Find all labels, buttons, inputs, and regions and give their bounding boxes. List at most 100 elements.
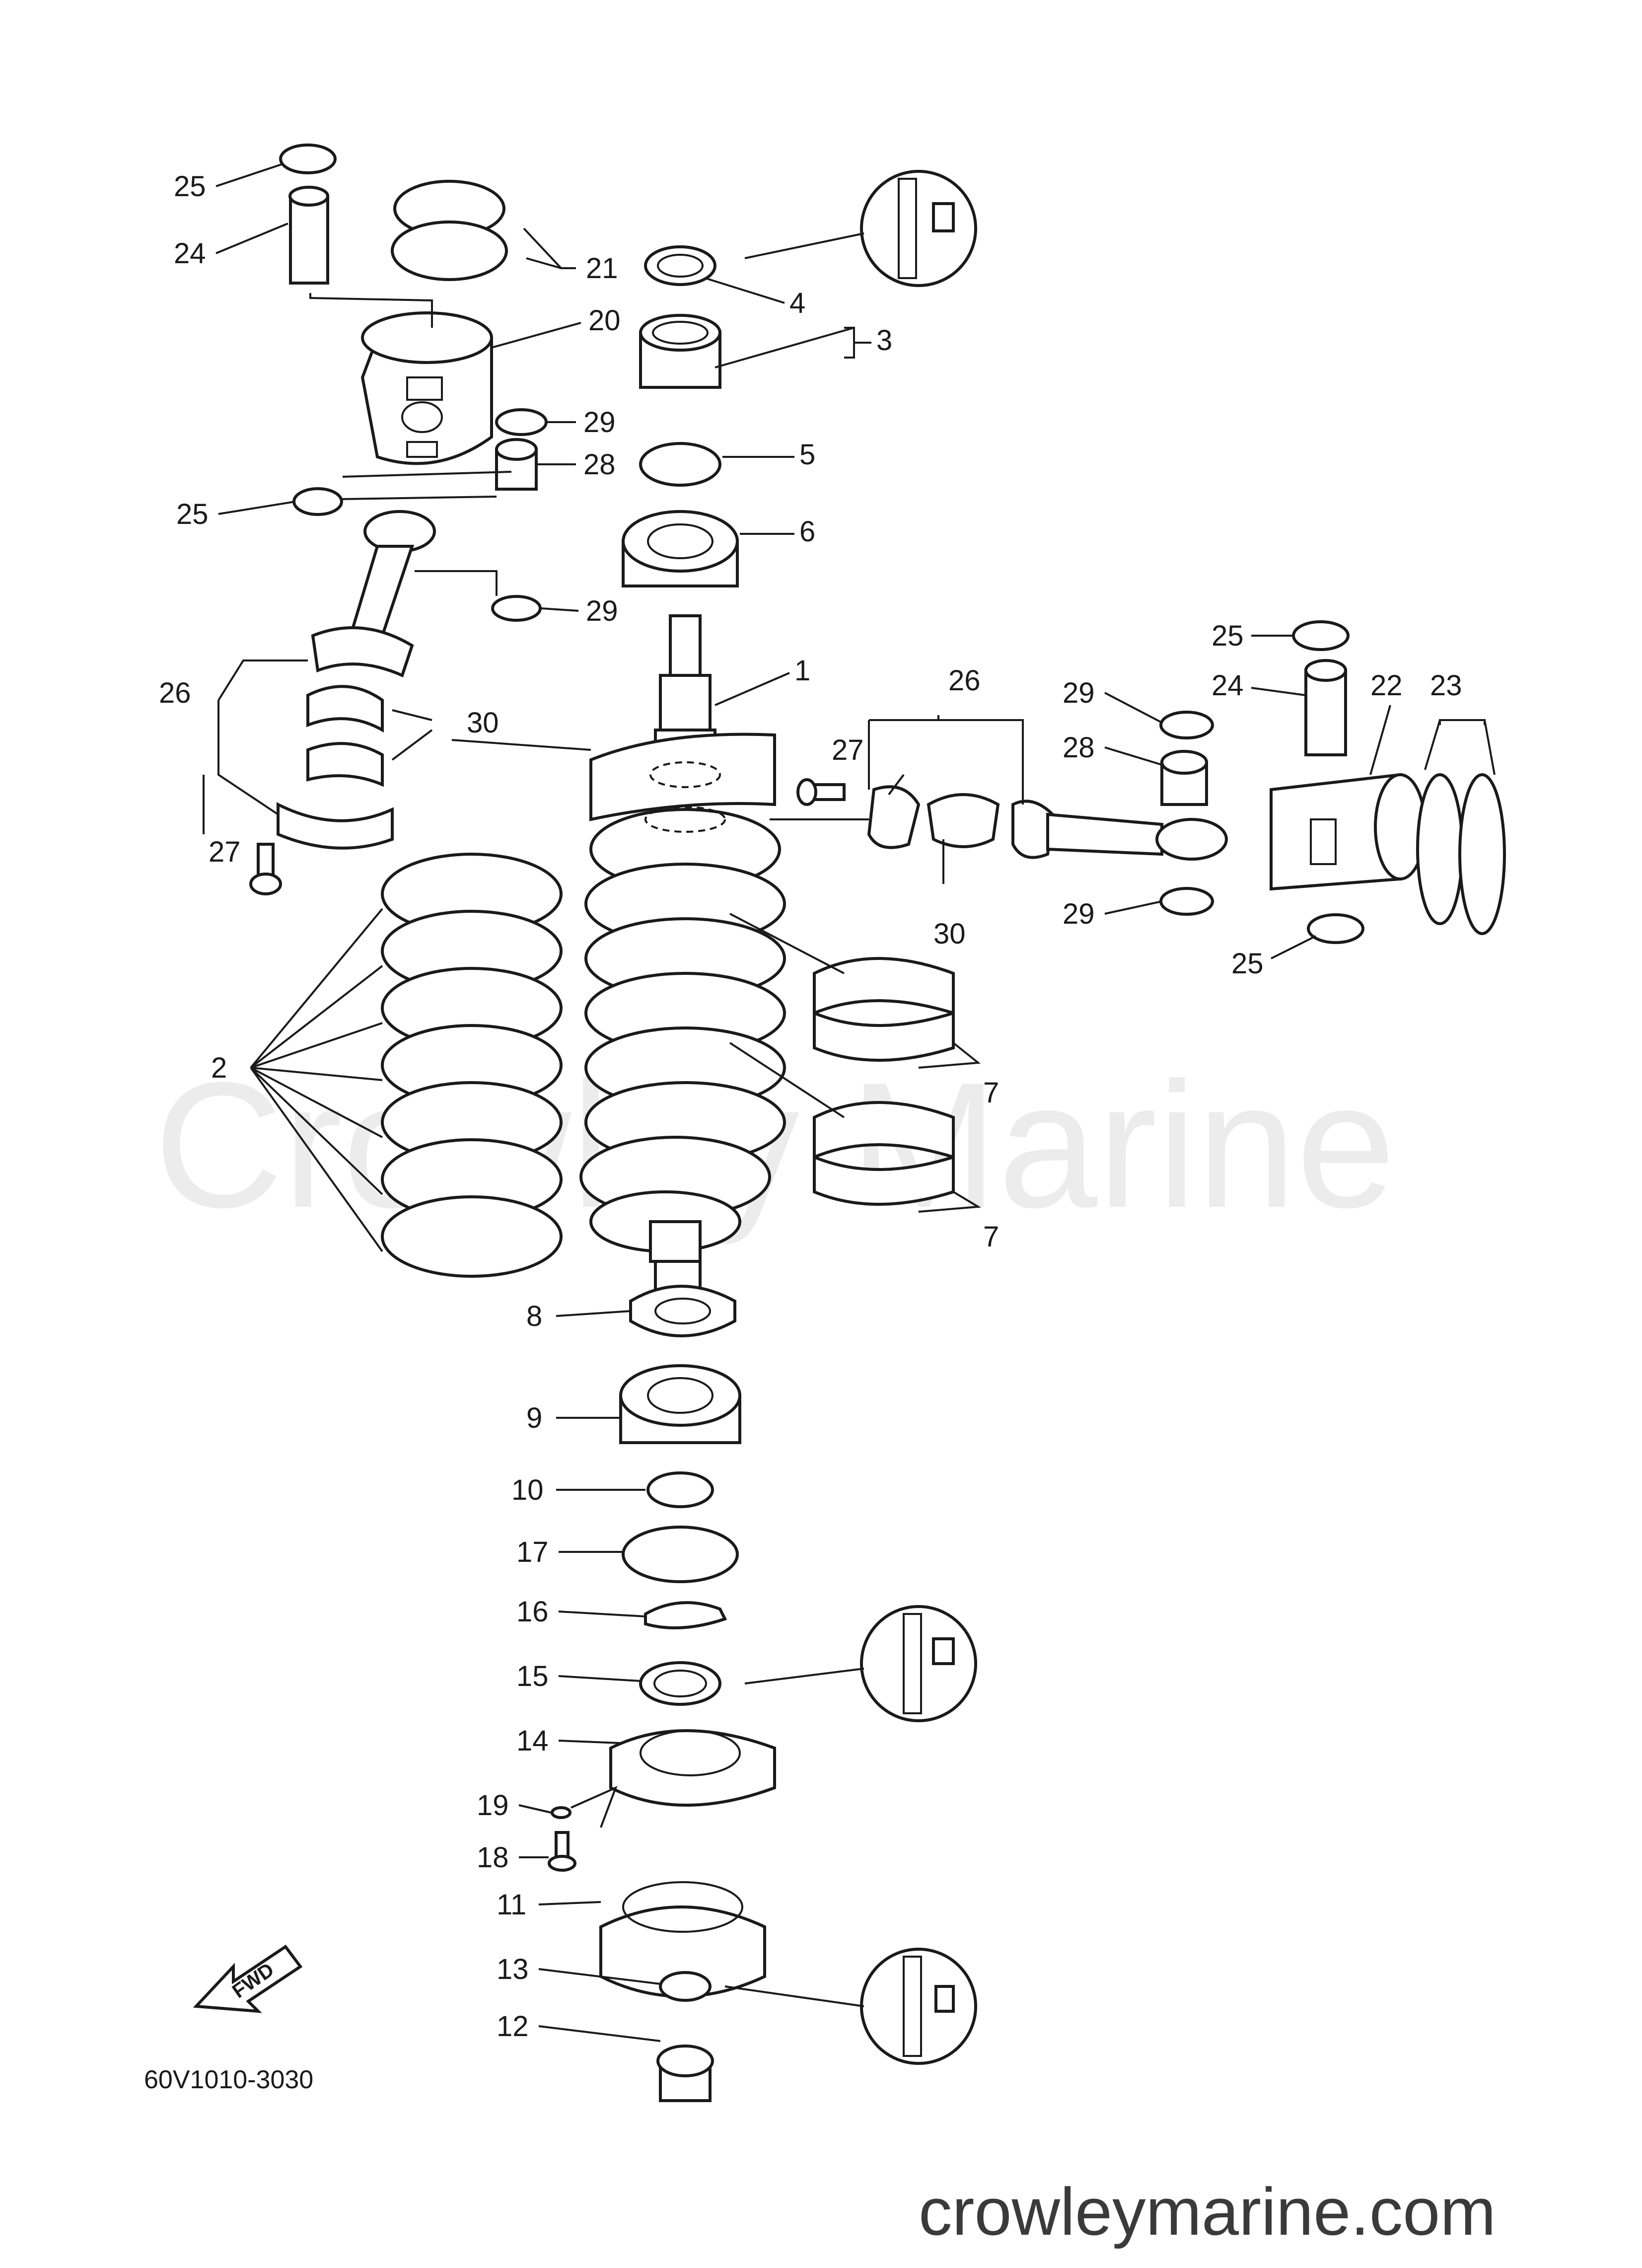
callout-9: 9 xyxy=(526,1402,542,1434)
callout-16: 16 xyxy=(516,1596,549,1628)
big-end-bearing-lower-left[interactable] xyxy=(306,742,384,787)
callout-30-left: 30 xyxy=(467,707,499,739)
connecting-rod-left[interactable] xyxy=(311,510,436,678)
o-ring-upper[interactable] xyxy=(639,442,721,487)
rod-cap-right[interactable] xyxy=(867,785,921,849)
callout-21: 21 xyxy=(586,252,618,285)
housing-bolt[interactable] xyxy=(548,1831,576,1872)
big-end-bearing-upper-left[interactable] xyxy=(306,685,384,733)
callout-29-a: 29 xyxy=(583,406,616,439)
callout-26-right: 26 xyxy=(948,664,981,697)
callout-7b: 7 xyxy=(983,1221,999,1253)
lower-collar[interactable] xyxy=(629,1285,736,1337)
callout-24-left: 24 xyxy=(174,237,206,270)
thrust-washer-upper-left[interactable] xyxy=(495,408,548,436)
callout-27-right: 27 xyxy=(832,734,864,766)
oil-seal-upper[interactable] xyxy=(644,245,716,286)
detail-circle-lower-seal xyxy=(724,1948,977,2065)
lower-housing[interactable] xyxy=(599,1881,766,1998)
callout-3: 3 xyxy=(876,324,892,357)
callout-5: 5 xyxy=(799,439,815,471)
oil-seal-lower[interactable] xyxy=(639,1661,721,1706)
thrust-washer-lower-left[interactable] xyxy=(491,595,542,622)
piston-ring-pair-right[interactable] xyxy=(1416,773,1506,935)
callout-2: 2 xyxy=(211,1052,227,1084)
callout-29-d: 29 xyxy=(1063,898,1095,930)
site-url: crowleymarine.com xyxy=(919,2174,1496,2249)
bolt-leader xyxy=(571,1786,618,1828)
crank-leader-left xyxy=(451,739,591,751)
callout-30-leaders-left xyxy=(391,709,433,761)
circlip-leaders-left xyxy=(342,471,512,500)
piston-pin-right[interactable] xyxy=(1304,659,1347,756)
small-end-bearing-right[interactable] xyxy=(1160,750,1208,806)
piston-ring-pair-upper[interactable] xyxy=(391,180,508,281)
callout-15: 15 xyxy=(516,1660,549,1692)
callout-25-mid-left: 25 xyxy=(176,498,209,530)
fwd-arrow-icon: FWD xyxy=(193,1944,303,2013)
main-bearing-lower[interactable] xyxy=(813,1101,955,1206)
upper-needle-bearing[interactable] xyxy=(639,314,721,389)
callout-23: 23 xyxy=(1430,669,1462,702)
detail-circle-upper-seal xyxy=(744,170,977,287)
seal-bottom[interactable] xyxy=(659,1971,712,2002)
callout-25-top-right: 25 xyxy=(1212,620,1244,652)
callout-29-b: 29 xyxy=(586,595,618,627)
rod-cap-left[interactable] xyxy=(277,802,394,850)
circlip-bottom-right[interactable] xyxy=(1307,913,1364,944)
thrust-washer-upper-right[interactable] xyxy=(1159,711,1214,739)
pin-leader-upper-left xyxy=(309,293,433,328)
piston-pin-left[interactable] xyxy=(288,186,329,285)
main-bearing-upper[interactable] xyxy=(813,957,955,1062)
washer-small[interactable] xyxy=(551,1806,571,1819)
crankshaft[interactable] xyxy=(579,614,786,1293)
callout-7-leaders xyxy=(729,913,982,1213)
callout-4: 4 xyxy=(789,287,805,319)
rod-bolt-right[interactable] xyxy=(796,778,846,806)
retaining-ring[interactable] xyxy=(644,1601,727,1629)
callout-26-leaders-left xyxy=(203,659,308,834)
piston-right[interactable] xyxy=(1270,773,1427,891)
thrust-washer-lower-right[interactable] xyxy=(1159,887,1214,916)
lower-ball-bearing[interactable] xyxy=(619,1364,741,1444)
callout-29-c: 29 xyxy=(1063,677,1095,709)
callout-17: 17 xyxy=(516,1536,549,1568)
callout-30-right: 30 xyxy=(933,918,966,950)
big-end-bearing-right[interactable] xyxy=(927,793,1000,848)
connecting-rod-right[interactable] xyxy=(1011,800,1228,861)
circlip-top-left[interactable] xyxy=(279,144,337,174)
upper-ball-bearing[interactable] xyxy=(622,510,739,587)
callout-6: 6 xyxy=(799,515,815,548)
snap-ring[interactable] xyxy=(646,1471,714,1508)
callout-7a: 7 xyxy=(983,1077,999,1109)
drawing-code: 60V1010-3030 xyxy=(144,2065,313,2094)
small-end-bearing-left[interactable] xyxy=(495,438,538,491)
bottom-nut[interactable] xyxy=(656,2045,714,2102)
callout-8: 8 xyxy=(526,1300,542,1332)
oil-seal-housing[interactable] xyxy=(609,1729,776,1807)
rod-leader-left xyxy=(415,570,498,596)
callout-18: 18 xyxy=(477,1841,509,1874)
o-ring-lower[interactable] xyxy=(622,1526,739,1583)
piston-ring-set[interactable] xyxy=(381,853,563,1278)
detail-circle-mid-seal xyxy=(744,1605,977,1722)
callout-labels: 1 2 3 4 5 6 7 7 8 9 10 11 12 13 14 15 16… xyxy=(159,163,1462,2043)
piston-left[interactable] xyxy=(360,311,493,465)
callout-13: 13 xyxy=(497,1953,529,1985)
callout-11: 11 xyxy=(497,1889,526,1921)
callout-2-leaders xyxy=(250,908,383,1252)
callout-23-leaders xyxy=(1424,719,1496,775)
circlip-mid-left[interactable] xyxy=(292,487,343,516)
callout-1: 1 xyxy=(794,655,810,687)
callout-12: 12 xyxy=(497,2010,529,2043)
callout-10: 10 xyxy=(511,1474,544,1506)
rod-bolt-left[interactable] xyxy=(249,843,282,895)
callout-26-leaders-right xyxy=(868,715,1024,805)
callout-14: 14 xyxy=(516,1725,549,1757)
circlip-top-right[interactable] xyxy=(1292,620,1350,651)
callout-19: 19 xyxy=(477,1789,509,1822)
callout-27-left: 27 xyxy=(209,836,241,868)
callout-24-right: 24 xyxy=(1212,669,1244,702)
